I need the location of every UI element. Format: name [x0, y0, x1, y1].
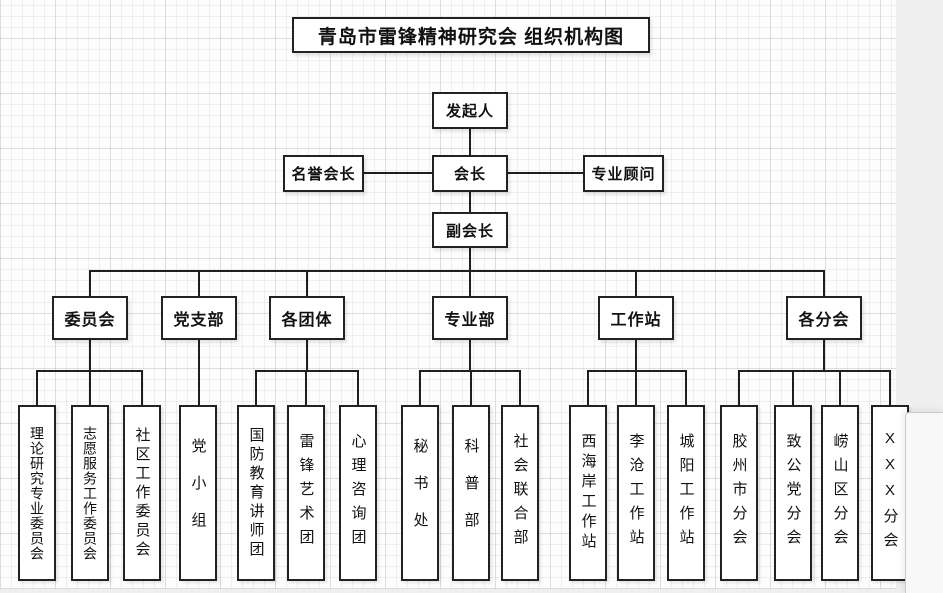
- org-unit-box: 社区工作委员会: [123, 405, 161, 581]
- node-honorary-president: 名誉会长: [283, 155, 364, 192]
- department-box: 党支部: [161, 296, 237, 340]
- department-box: 各分会: [786, 296, 862, 340]
- org-unit-box: 秘书处: [401, 405, 439, 581]
- org-unit-box: 社会联合部: [501, 405, 539, 581]
- org-unit-box: 胶州市分会: [720, 405, 758, 581]
- overlapping-sheet-corner: [905, 412, 943, 593]
- chart-title: 青岛市雷锋精神研究会 组织机构图: [292, 17, 650, 53]
- org-unit-box: XXX分会: [871, 405, 909, 581]
- org-unit-box: 科普部: [452, 405, 490, 581]
- org-unit-box: 心理咨询团: [339, 405, 377, 581]
- department-box: 工作站: [598, 296, 674, 340]
- node-advisor: 专业顾问: [583, 155, 664, 192]
- org-unit-box: 志愿服务工作委员会: [71, 405, 109, 581]
- org-unit-box: 城阳工作站: [667, 405, 705, 581]
- node-vice-president: 副会长: [432, 212, 508, 248]
- org-unit-box: 致公党分会: [774, 405, 812, 581]
- org-unit-box: 李沧工作站: [617, 405, 655, 581]
- department-box: 专业部: [432, 296, 508, 340]
- org-unit-box: 理论研究专业委员会: [18, 405, 56, 581]
- org-unit-box: 国防教育讲师团: [237, 405, 275, 581]
- org-unit-box: 党小组: [179, 405, 217, 581]
- node-initiator: 发起人: [432, 92, 508, 129]
- org-unit-box: 雷锋艺术团: [287, 405, 325, 581]
- org-unit-box: 西海岸工作站: [569, 405, 607, 581]
- department-box: 各团体: [269, 296, 345, 340]
- department-box: 委员会: [52, 296, 128, 340]
- node-president: 会长: [432, 155, 508, 192]
- org-unit-box: 崂山区分会: [821, 405, 859, 581]
